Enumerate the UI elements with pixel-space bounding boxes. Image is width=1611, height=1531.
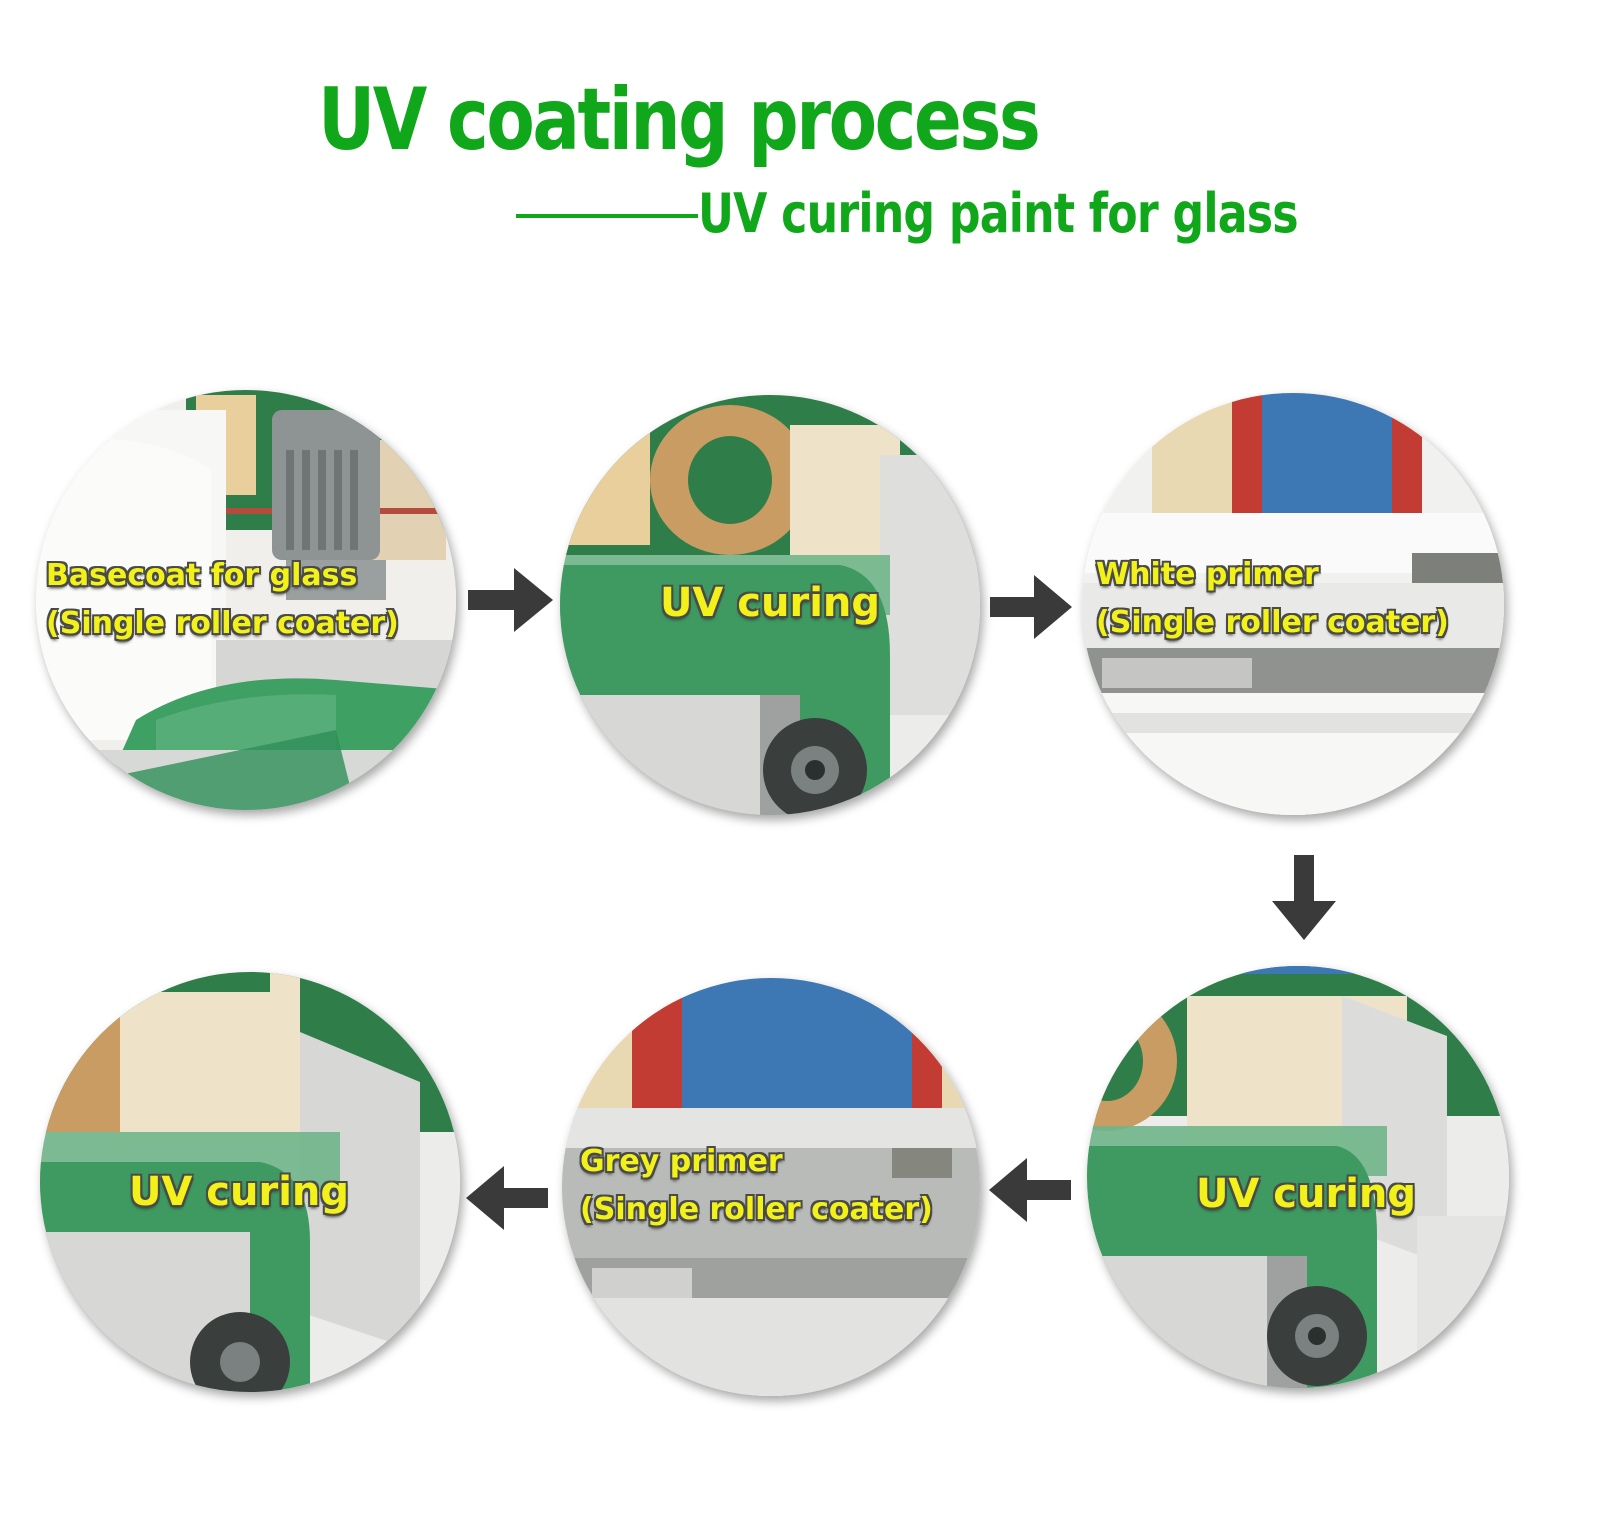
arrow-left-icon	[989, 1158, 1071, 1222]
arrow-right-icon	[468, 568, 553, 632]
step-2-label: UV curing	[659, 580, 881, 626]
diagram-subtitle: UV curing paint for glass	[698, 181, 1299, 245]
roller-coater-scene-image	[36, 390, 456, 810]
step-1-subtitle: (Single roller coater)	[46, 606, 399, 641]
step-1-title: Basecoat for glass	[46, 558, 358, 593]
diagram-subtitle-row: UV curing paint for glass	[516, 181, 1430, 245]
step-5-label: Grey primer (Single roller coater)	[562, 1138, 980, 1234]
roller-coater-panel-scene-image	[562, 978, 980, 1396]
step-6-uv-curing-circle: UV curing	[40, 972, 460, 1392]
step-2-uv-curing-circle: UV curing	[560, 395, 980, 815]
step-6-label: UV curing	[128, 1169, 350, 1215]
step-3-white-primer-circle: White primer (Single roller coater)	[1082, 393, 1504, 815]
subtitle-dash-line	[516, 214, 698, 218]
step-4-label: UV curing	[1195, 1171, 1417, 1217]
step-3-label: White primer (Single roller coater)	[1082, 551, 1504, 647]
uv-curing-scene-image	[1087, 966, 1509, 1388]
step-5-title: Grey primer	[580, 1144, 783, 1179]
uv-curing-scene-image	[560, 395, 980, 815]
arrow-down-icon	[1272, 855, 1336, 940]
roller-coater-panel-scene-image	[1082, 393, 1504, 815]
step-5-grey-primer-circle: Grey primer (Single roller coater)	[562, 978, 980, 1396]
arrow-left-icon	[466, 1166, 548, 1230]
step-3-subtitle: (Single roller coater)	[1096, 605, 1449, 640]
arrow-right-icon	[990, 575, 1072, 639]
step-3-title: White primer	[1096, 557, 1319, 592]
step-4-uv-curing-circle: UV curing	[1087, 966, 1509, 1388]
uv-curing-scene-image	[40, 972, 460, 1392]
diagram-title: UV coating process	[318, 70, 1041, 170]
step-1-basecoat-circle: Basecoat for glass (Single roller coater…	[36, 390, 456, 810]
step-5-subtitle: (Single roller coater)	[580, 1192, 933, 1227]
step-1-label: Basecoat for glass (Single roller coater…	[36, 552, 456, 648]
